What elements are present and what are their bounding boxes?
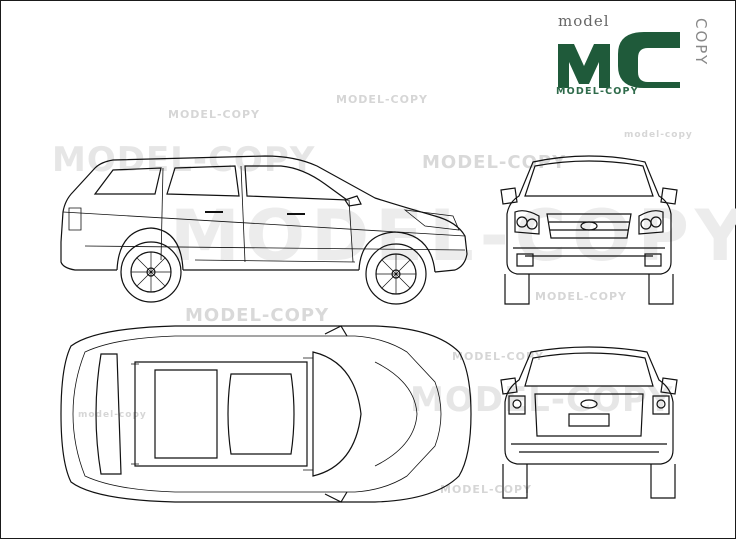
front-view-grille: [547, 214, 631, 238]
top-view-hood: [375, 362, 417, 466]
top-view-mirrors: [325, 326, 347, 502]
front-view-headlight-right: [639, 211, 663, 234]
watermark-medium-2: MODEL-COPY: [422, 152, 567, 173]
rear-view: [495, 340, 685, 505]
rear-view-tire-right: [651, 464, 675, 498]
front-view: [495, 150, 685, 310]
watermark-small-5: MODEL-COPY: [535, 290, 627, 303]
svg-text:COPY: COPY: [692, 18, 710, 66]
watermark-huge: MODEL-COPY: [170, 195, 736, 277]
front-view-mirror-right: [661, 188, 677, 204]
mc-monogram-icon: [558, 32, 680, 88]
top-view-sunroof-rear: [155, 370, 217, 458]
watermark-small: MODEL-COPY: [336, 93, 428, 106]
watermark-large-2: MODEL-COPY: [410, 380, 674, 420]
top-view: [55, 322, 475, 507]
rear-view-window: [525, 353, 653, 386]
rear-view-tailgate: [535, 394, 643, 436]
front-view-tire-left: [505, 274, 529, 304]
front-view-tire-right: [649, 274, 673, 304]
rear-view-mirror-right: [661, 378, 677, 394]
side-view-windows: [95, 166, 353, 262]
rear-view-mirror-left: [501, 378, 517, 394]
watermark-small-6: MODEL-COPY: [440, 483, 532, 496]
watermark-small-2: MODEL-COPY: [168, 108, 260, 121]
side-view-body: [61, 156, 467, 272]
watermark-small-4: MODEL-COPY: [452, 350, 544, 363]
watermark-small-3: model-copy: [624, 130, 693, 140]
side-view-front-wheel: [366, 244, 426, 304]
rear-view-tire-left: [503, 464, 527, 498]
rear-view-body: [505, 347, 673, 464]
side-view: [55, 150, 475, 310]
rear-view-taillight-left: [509, 396, 525, 414]
rear-view-license-plate: [569, 414, 609, 426]
front-view-mirror-left: [501, 188, 517, 204]
top-view-windshield: [313, 352, 361, 476]
top-view-body: [61, 326, 471, 502]
logo-top-text: model: [558, 12, 610, 30]
watermark-large: MODEL-COPY: [52, 140, 316, 180]
front-view-headlight-left: [515, 211, 539, 234]
top-view-rear-window: [96, 354, 121, 474]
logo-bottom-text: MODEL-COPY: [556, 86, 639, 97]
front-view-windshield: [525, 161, 653, 196]
watermark-small-7: model-copy: [78, 410, 147, 420]
watermark-medium: MODEL-COPY: [185, 305, 330, 326]
model-copy-logo: model COPY MODEL-COPY: [552, 12, 722, 98]
copy-vertical-text-icon: COPY: [692, 18, 710, 66]
rear-view-taillight-right: [653, 396, 669, 414]
top-view-sunroof-front: [228, 374, 294, 454]
front-view-body: [507, 156, 671, 274]
side-view-details: [69, 196, 459, 230]
top-view-roof: [135, 362, 307, 466]
side-view-rear-wheel: [121, 242, 181, 302]
